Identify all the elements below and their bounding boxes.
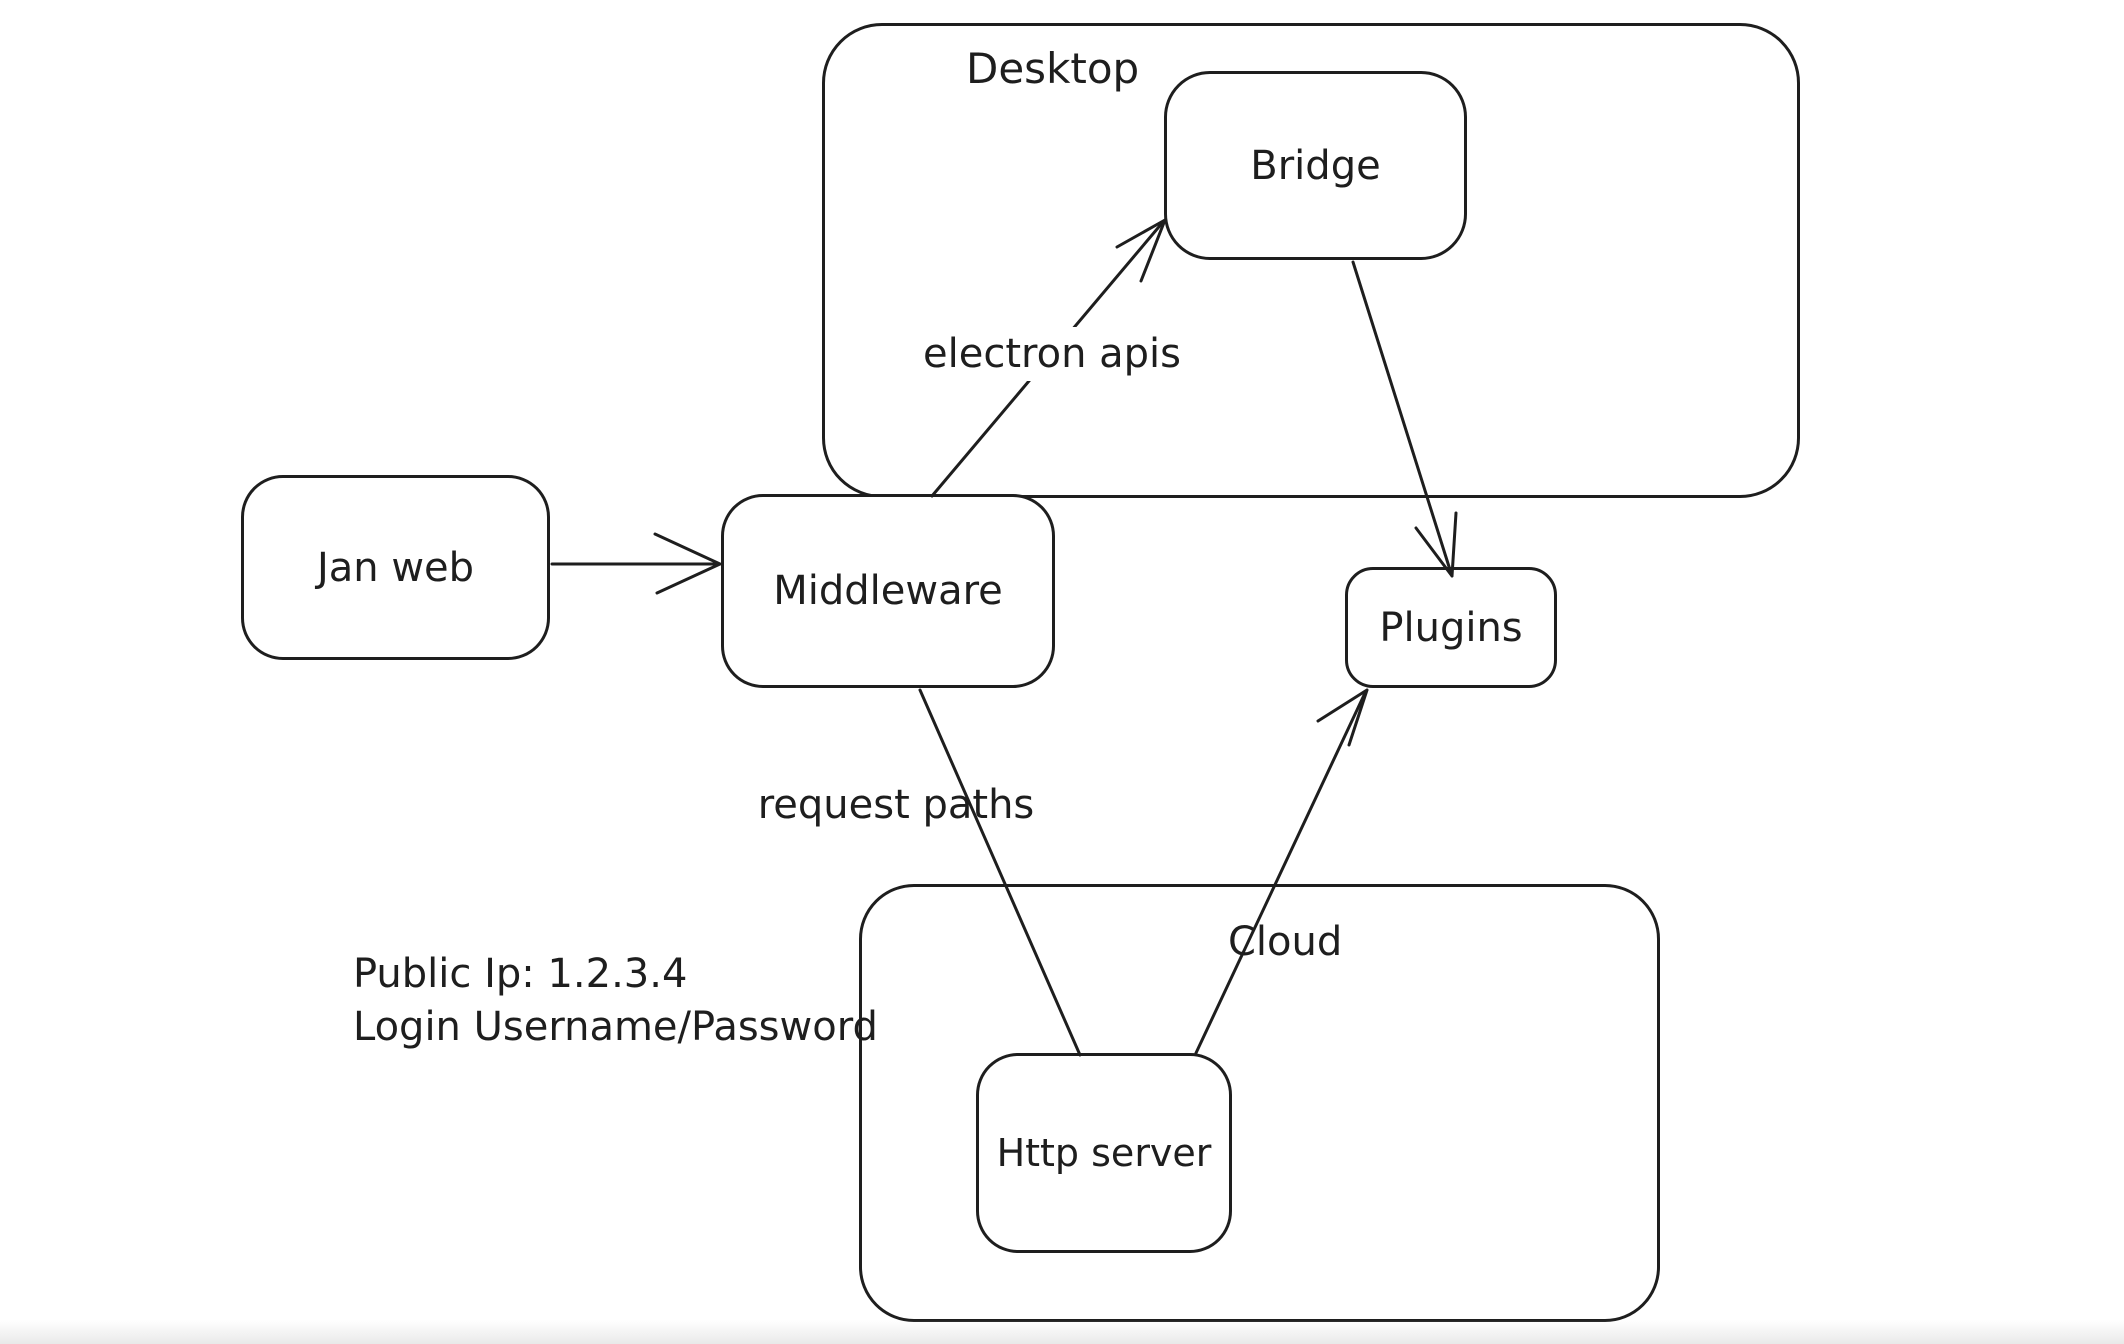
annotation-line-login: Login Username/Password bbox=[353, 1004, 878, 1050]
node-http-server[interactable]: Http server bbox=[976, 1053, 1232, 1253]
node-plugins-label: Plugins bbox=[1379, 604, 1523, 651]
desktop-container-label[interactable]: Desktop bbox=[966, 44, 1140, 93]
node-middleware[interactable]: Middleware bbox=[721, 494, 1055, 688]
node-http-server-label: Http server bbox=[996, 1131, 1212, 1175]
node-middleware-label: Middleware bbox=[773, 568, 1003, 614]
edge-label-electron-apis[interactable]: electron apis bbox=[913, 327, 1191, 381]
arrowhead-bridge-to-plugins bbox=[1414, 511, 1458, 578]
arrow-httpserver-to-plugins[interactable] bbox=[1194, 691, 1367, 1055]
desktop-container-box[interactable] bbox=[822, 23, 1800, 498]
arrowhead-janweb-to-middleware bbox=[653, 532, 722, 595]
edge-label-request-paths[interactable]: request paths bbox=[757, 782, 1035, 828]
node-jan-web[interactable]: Jan web bbox=[241, 475, 550, 660]
arrowhead-httpserver-to-plugins bbox=[1316, 688, 1369, 747]
arrowhead-middleware-to-bridge bbox=[1115, 218, 1167, 283]
node-bridge[interactable]: Bridge bbox=[1164, 71, 1467, 260]
node-bridge-label: Bridge bbox=[1250, 142, 1381, 189]
line-middleware-to-httpserver[interactable] bbox=[918, 688, 1082, 1057]
node-plugins[interactable]: Plugins bbox=[1345, 567, 1557, 688]
annotation-note[interactable]: Public Ip: 1.2.3.4 Login Username/Passwo… bbox=[353, 948, 878, 1054]
node-jan-web-label: Jan web bbox=[316, 544, 475, 591]
screenshot-bottom-fade bbox=[0, 1320, 2124, 1344]
arrow-bridge-to-plugins[interactable] bbox=[1351, 260, 1453, 575]
annotation-line-public-ip: Public Ip: 1.2.3.4 bbox=[353, 951, 688, 997]
